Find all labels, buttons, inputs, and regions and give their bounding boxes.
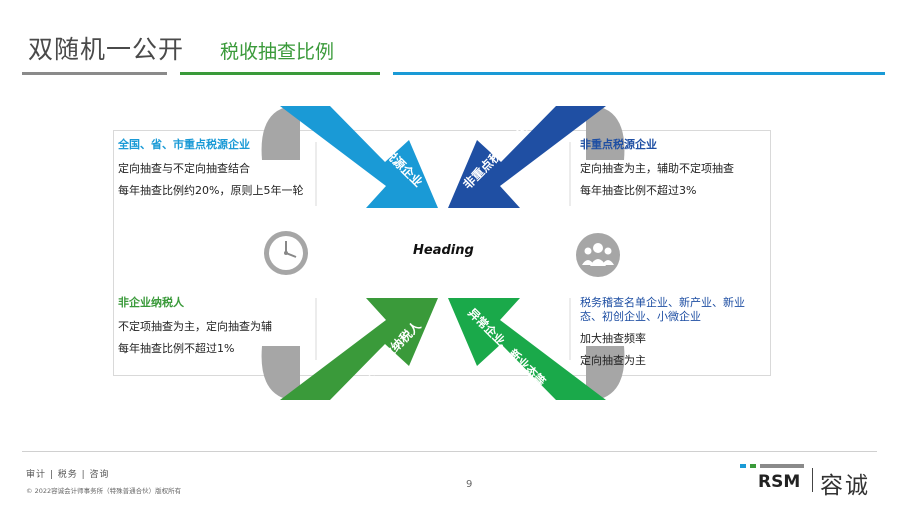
arrow-top-left: [280, 106, 438, 208]
quadrant-top-right-line-1: 定向抽查为主，辅助不定项抽查: [580, 162, 734, 175]
content-panel: [113, 130, 771, 376]
footer-copyright: © 2022容诚会计师事务所（特殊普通合伙）版权所有: [26, 487, 182, 495]
footer-divider: [22, 451, 877, 452]
logo-chinese-text: 容诚: [820, 473, 870, 499]
curl-top-right: [586, 106, 625, 160]
quadrant-top-left-title: 全国、省、市重点税源企业: [118, 138, 250, 151]
quadrant-bottom-left-line-1: 不定项抽查为主，定向抽查为辅: [118, 320, 272, 333]
footer-services: 审计 | 税务 | 咨询: [26, 470, 110, 480]
arrow-top-right: [448, 106, 606, 208]
diagram-heading: Heading: [413, 243, 474, 258]
logo-rsm-text: RSM: [758, 472, 801, 492]
curl-bottom-right: [586, 346, 625, 400]
page-subtitle: 税收抽查比例: [220, 41, 335, 63]
title-rule-gray: [22, 72, 167, 75]
quadrant-bottom-left-title: 非企业纳税人: [118, 296, 184, 309]
quadrant-top-left-line-2: 每年抽查比例约20%，原则上5年一轮: [118, 184, 304, 197]
curl-top-left: [261, 106, 300, 160]
quadrant-top-right-title: 非重点税源企业: [580, 138, 657, 151]
quadrant-bottom-right: 税务稽查名单企业、新产业、新业态、初创企业、小微企业 加大抽查频率 定向抽查为主: [580, 296, 760, 372]
quadrant-bottom-right-title: 税务稽查名单企业、新产业、新业态、初创企业、小微企业: [580, 296, 745, 323]
quadrant-top-right: 非重点税源企业 定向抽查为主，辅助不定项抽查 每年抽查比例不超过3%: [580, 138, 760, 202]
arrow-bottom-left: [280, 298, 438, 400]
logo-separator: [812, 468, 813, 492]
arrow-bottom-right: [448, 298, 606, 400]
quadrant-bottom-left: 非企业纳税人 不定项抽查为主，定向抽查为辅 每年抽查比例不超过1%: [118, 296, 308, 360]
quadrant-bottom-right-line-1: 加大抽查频率: [580, 332, 646, 345]
page-title: 双随机一公开: [28, 35, 185, 64]
page-number: 9: [466, 479, 473, 490]
curl-bottom-left: [261, 346, 300, 400]
rsm-logo: RSM 容诚: [740, 462, 880, 499]
clock-icon: [264, 231, 308, 275]
quadrant-top-left-line-1: 定向抽查与不定向抽查结合: [118, 162, 250, 175]
quadrant-bottom-right-line-2: 定向抽查为主: [580, 354, 646, 367]
logo-bars: [740, 464, 804, 468]
group-icon: [576, 233, 620, 277]
quadrant-top-right-line-2: 每年抽查比例不超过3%: [580, 184, 697, 197]
quadrant-bottom-left-line-2: 每年抽查比例不超过1%: [118, 342, 235, 355]
title-rule-blue: [393, 72, 885, 75]
quadrant-top-left: 全国、省、市重点税源企业 定向抽查与不定向抽查结合 每年抽查比例约20%，原则上…: [118, 138, 308, 202]
title-rule-green: [180, 72, 380, 75]
